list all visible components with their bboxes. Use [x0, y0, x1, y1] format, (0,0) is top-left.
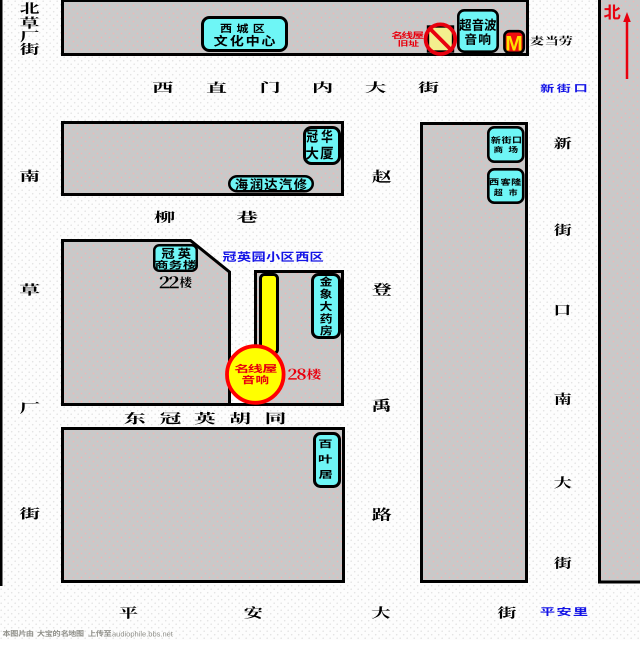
svg-text:M: M [505, 33, 523, 56]
svg-text:audiophile.bbs.net: audiophile.bbs.net [112, 630, 174, 639]
